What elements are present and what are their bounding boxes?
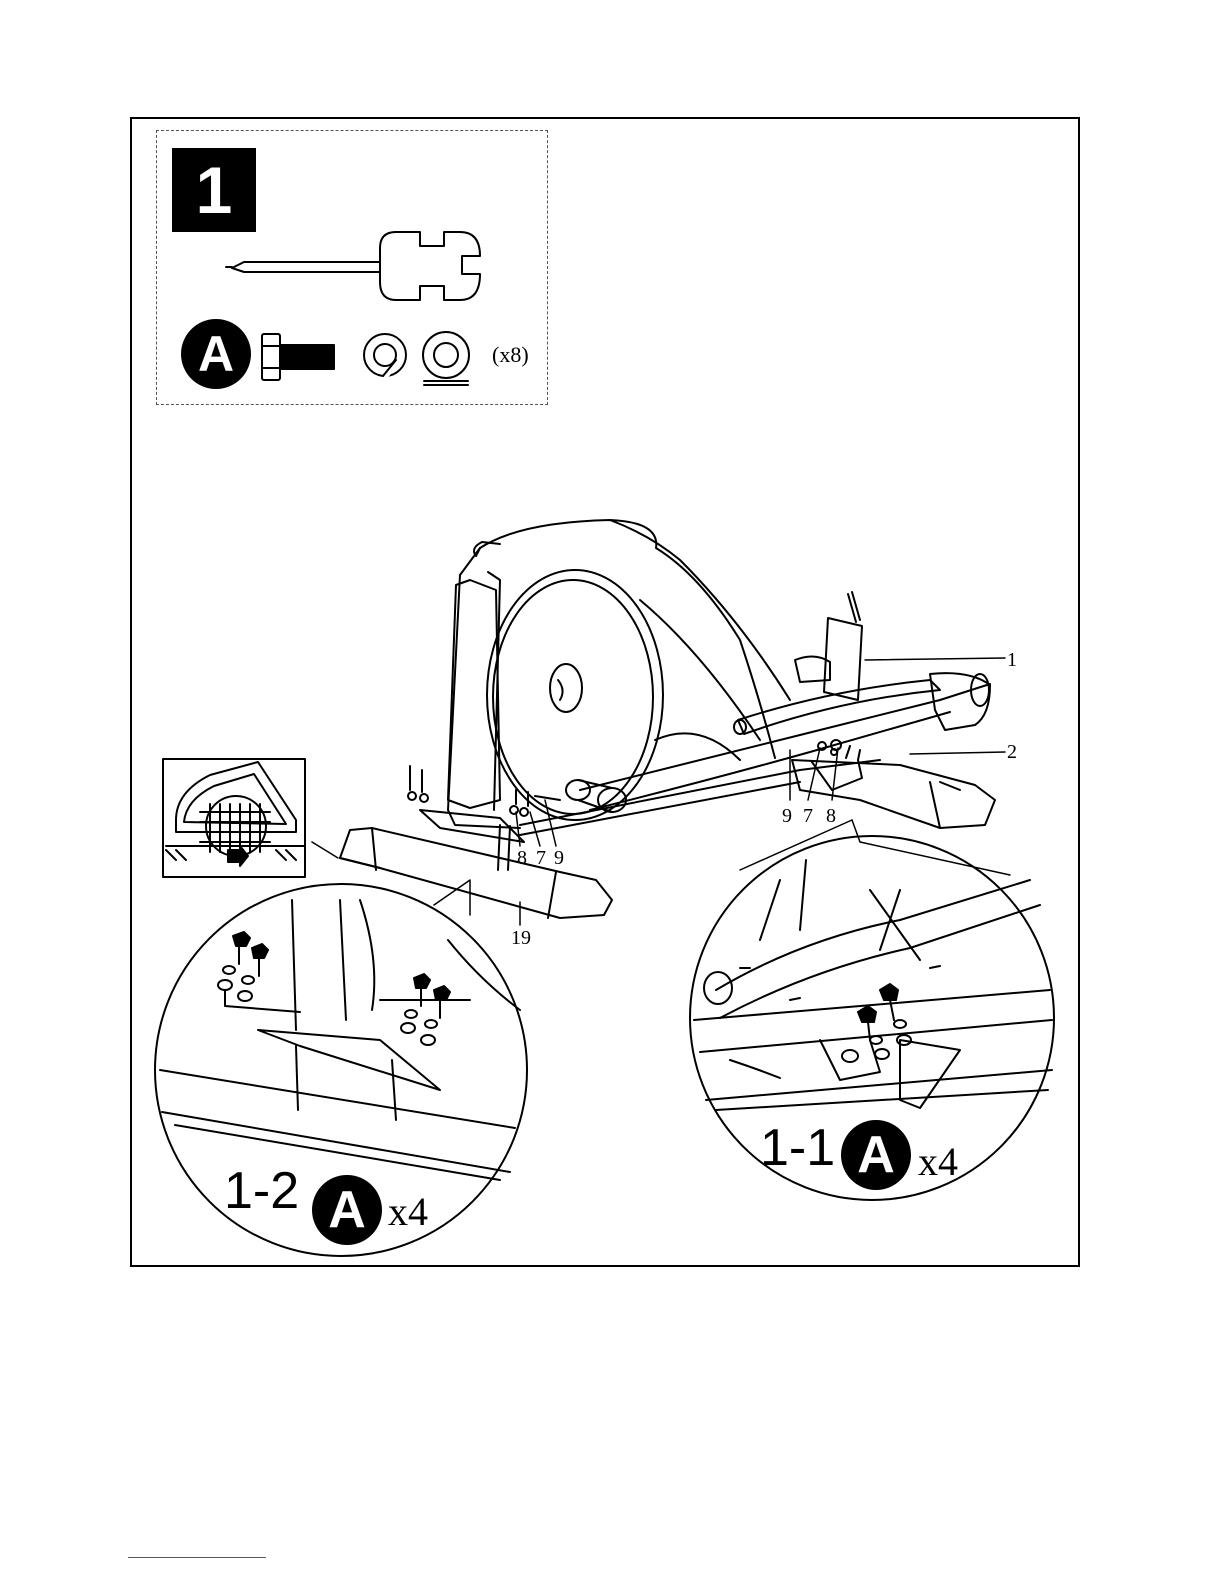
callout-rear-8: 8 — [826, 806, 836, 826]
detail-1-2-letter: A — [312, 1175, 382, 1245]
callout-rear-9: 9 — [782, 806, 792, 826]
wrench-screwdriver-icon — [226, 232, 480, 300]
callout-part-19: 19 — [511, 928, 531, 948]
detail-1-1-label: 1-1 — [760, 1122, 835, 1174]
callout-part-2: 2 — [1007, 742, 1017, 762]
hardware-quantity: (x8) — [492, 342, 529, 368]
hardware-letter-badge: A — [181, 319, 251, 389]
alignment-detail-inset — [163, 759, 305, 877]
detail-1-1-letter: A — [841, 1120, 911, 1190]
bolt-icon — [262, 334, 334, 380]
callout-rear-7: 7 — [803, 806, 813, 826]
detail-1-1-qty: x4 — [918, 1142, 958, 1182]
footer-rule — [128, 1557, 266, 1558]
detail-1-2-label: 1-2 — [224, 1165, 299, 1217]
elliptical-trainer-drawing — [340, 520, 995, 918]
flat-washer-icon — [423, 332, 469, 385]
detail-1-2-qty: x4 — [388, 1192, 428, 1232]
callout-front-7: 7 — [536, 848, 546, 868]
callout-part-1: 1 — [1007, 650, 1017, 670]
callout-front-9: 9 — [554, 848, 564, 868]
spring-washer-icon — [364, 334, 406, 376]
callout-front-8: 8 — [517, 848, 527, 868]
